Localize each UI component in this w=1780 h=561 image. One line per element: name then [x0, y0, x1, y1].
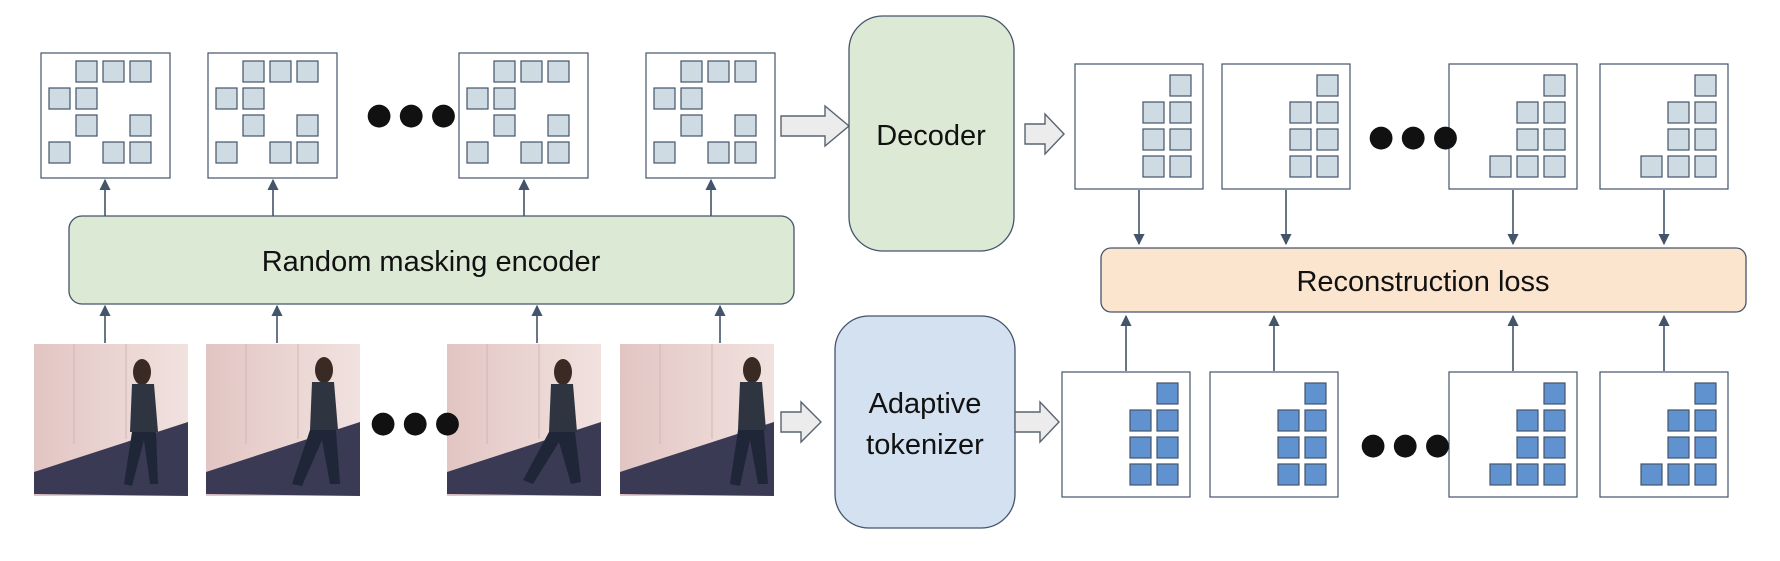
- ellipsis-frames: ●●●: [370, 405, 467, 440]
- token-grid-4: [1599, 371, 1729, 498]
- grid-to-decoder-arrow: [780, 104, 851, 148]
- decoder-label: Decoder: [876, 120, 986, 152]
- tokenizer-output-grids: [1061, 371, 1729, 498]
- masked-grid-2: [207, 52, 338, 179]
- ellipsis-tokenizer-output: ●●●: [1360, 427, 1457, 462]
- loss-label: Reconstruction loss: [1296, 266, 1549, 298]
- encoder-label: Random masking encoder: [262, 246, 601, 278]
- masked-grid-1: [40, 52, 171, 179]
- video-frame-1: [34, 344, 188, 496]
- token-grid-2: [1209, 371, 1339, 498]
- tokenizer-to-output-arrow: [1014, 400, 1060, 444]
- loss-box: [1100, 247, 1747, 313]
- encoder-box: [68, 215, 795, 305]
- ellipsis-decoder-output: ●●●: [1368, 119, 1465, 154]
- token-grid-1: [1061, 371, 1191, 498]
- decoder-to-output-arrow: [1024, 112, 1065, 156]
- reconstructed-grid-2: [1221, 63, 1351, 190]
- ellipsis-top-left: ●●●: [366, 97, 463, 132]
- decoder-box: [848, 15, 1015, 252]
- tokenizer-label-line1: Adaptive: [869, 388, 982, 420]
- video-frame-3: [447, 344, 601, 496]
- reconstructed-grid-1: [1074, 63, 1204, 190]
- encoder-to-grid-arrows: [99, 178, 717, 216]
- tokens-to-loss-arrows: [1120, 314, 1670, 371]
- reconstruction-to-loss-arrows: [1133, 190, 1670, 246]
- token-grid-3: [1448, 371, 1578, 498]
- encoder-output-grids: [40, 52, 776, 179]
- frame-to-encoder-arrows: [99, 304, 726, 343]
- tokenizer-box: [834, 315, 1016, 529]
- video-frames: [34, 344, 774, 496]
- reconstructed-grid-4: [1599, 63, 1729, 190]
- frames-to-tokenizer-arrow: [780, 400, 822, 444]
- decoder-output-grids: [1074, 63, 1729, 190]
- masked-grid-4: [645, 52, 776, 179]
- video-frame-4: [620, 344, 774, 496]
- masked-grid-3: [458, 52, 589, 179]
- reconstructed-grid-3: [1448, 63, 1578, 190]
- video-frame-2: [206, 344, 360, 496]
- tokenizer-label-line2: tokenizer: [866, 429, 984, 461]
